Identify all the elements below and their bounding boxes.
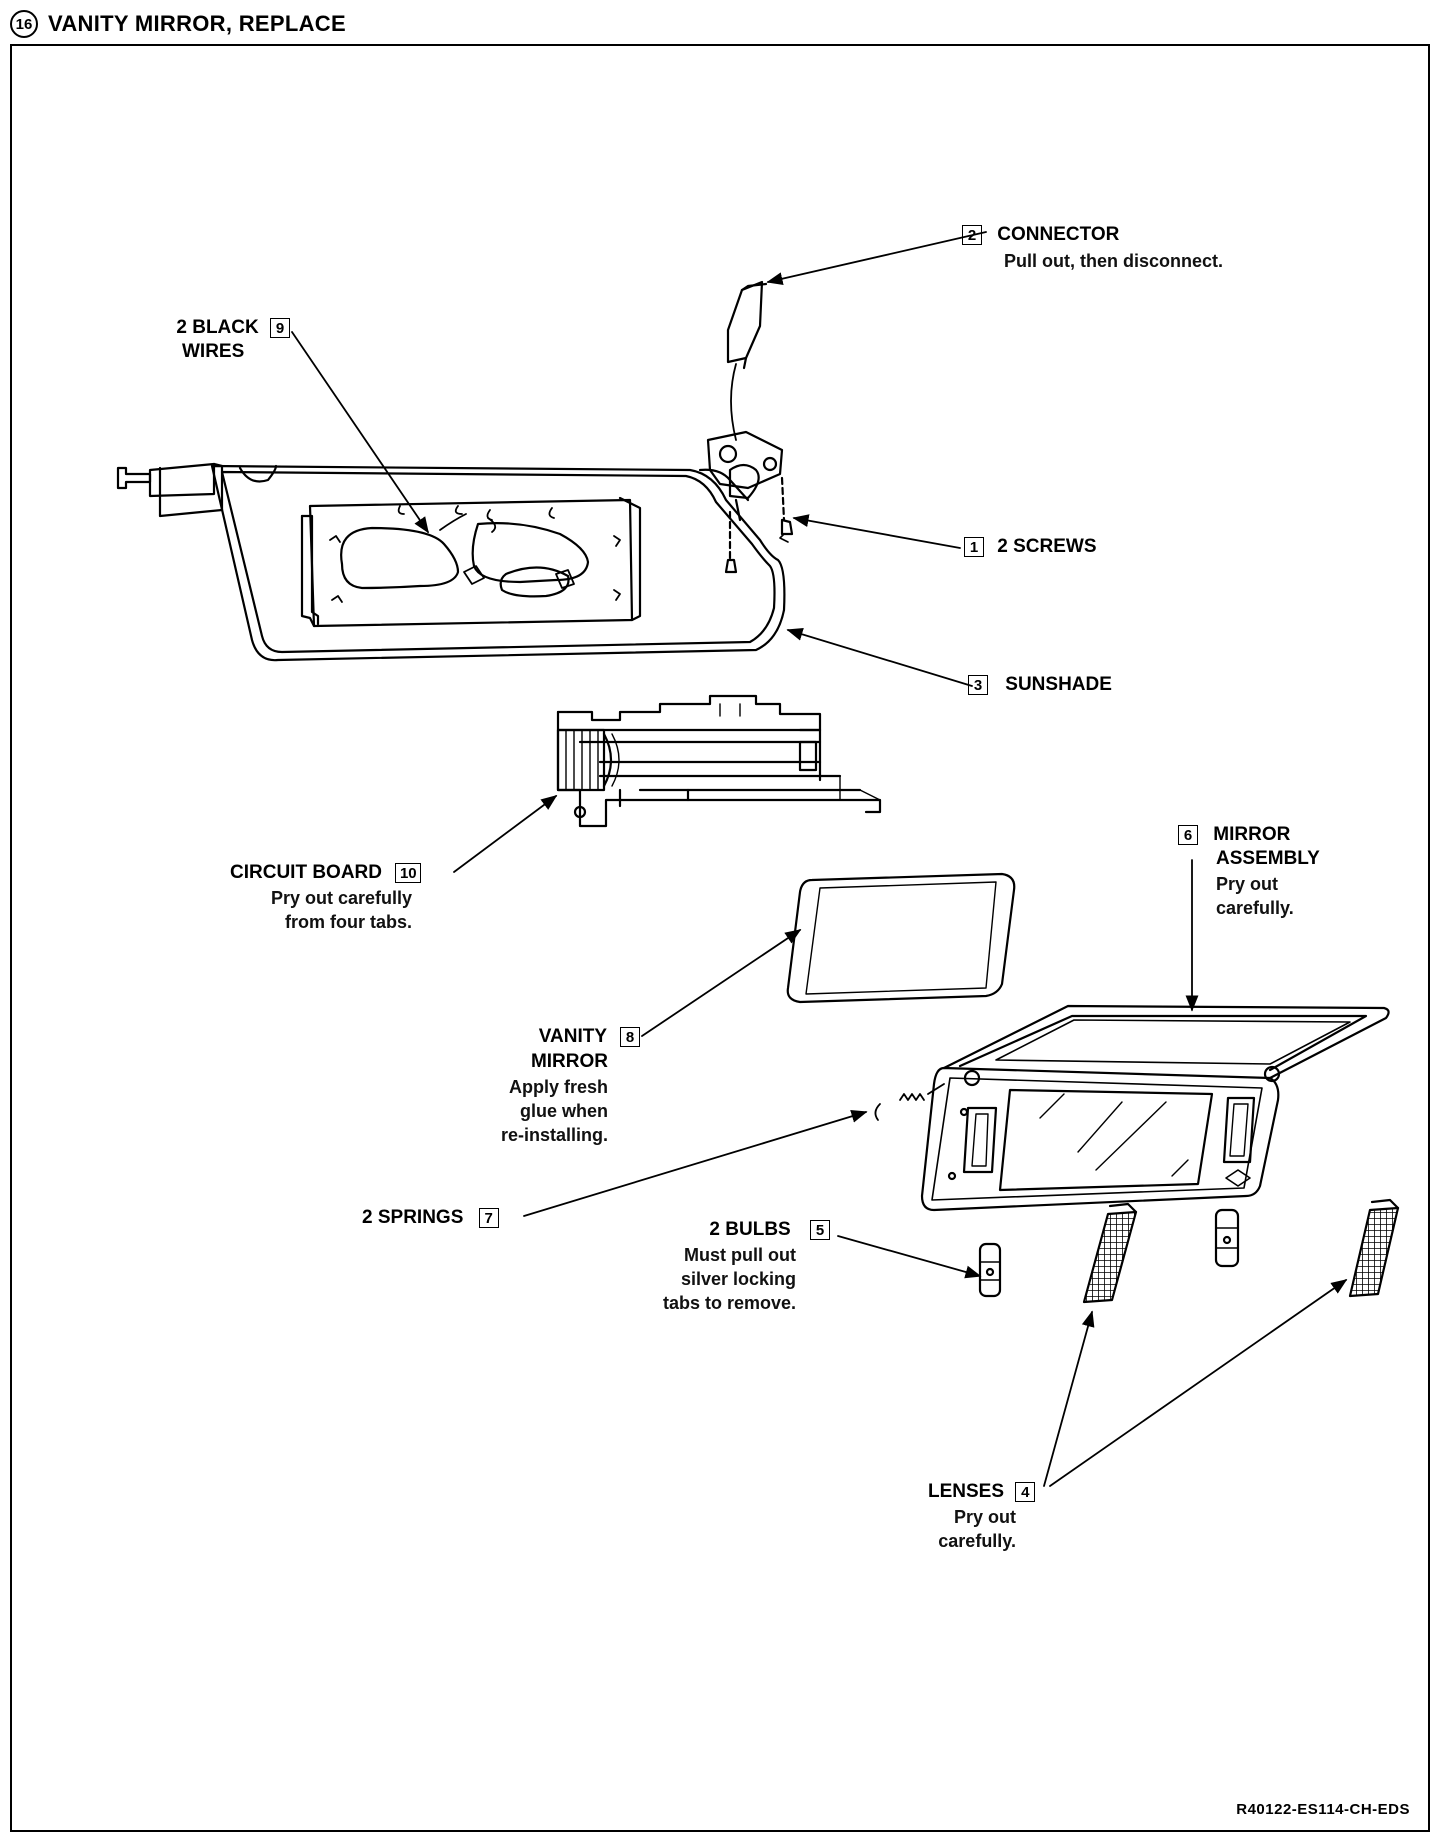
callout-vanity-mirror: VANITY 8 [470, 1025, 640, 1049]
callout-label: CONNECTOR [997, 224, 1120, 245]
callout-springs: 2 SPRINGS 7 [362, 1206, 499, 1230]
callout-label: 2 BULBS [709, 1219, 791, 1240]
callout-note-lenses: Pry out carefully. [938, 1507, 1016, 1551]
callout-lenses: LENSES 4 [928, 1480, 1036, 1504]
leader-lines [291, 231, 1348, 1487]
leader-bulbs [837, 1235, 982, 1279]
callout-label-wires-2: WIRES [182, 341, 245, 362]
callout-number: 10 [395, 862, 422, 883]
spring-part [874, 1083, 945, 1121]
callout-number: 3 [968, 674, 988, 695]
sunshade-part [116, 462, 786, 662]
callout-label: 2 BLACK [176, 317, 259, 338]
callout-note-bulbs: Must pull out silver locking tabs to rem… [662, 1245, 796, 1313]
callout-note-vanity-mirror: Apply fresh glue when re-installing. [500, 1077, 608, 1145]
bulb-part-2 [1214, 1208, 1240, 1268]
callout-mirror-assembly: 6 MIRROR [1178, 823, 1290, 847]
callout-number: 5 [810, 1219, 830, 1240]
lens-part-1 [1082, 1202, 1138, 1304]
vanity-mirror-part [786, 872, 1016, 1004]
connector-part [726, 280, 768, 441]
leader-springs [523, 1110, 868, 1217]
callout-label: SUNSHADE [1005, 674, 1112, 695]
callout-number: 1 [964, 536, 984, 557]
leader-connector [766, 231, 987, 286]
bulb-part-1 [978, 1242, 1002, 1298]
callout-label-vanity-mirror-2: MIRROR [530, 1051, 608, 1072]
circuit-board-part [556, 694, 882, 828]
callout-number: 6 [1178, 824, 1198, 845]
callout-wires: 2 BLACK 9 [150, 316, 290, 340]
bracket-part [706, 430, 794, 574]
callout-label: VANITY [538, 1026, 607, 1047]
leader-vanity-mirror [641, 929, 802, 1037]
leader-sunshade [786, 628, 973, 687]
callout-number: 8 [620, 1026, 640, 1047]
callout-bulbs: 2 BULBS 5 [640, 1218, 830, 1242]
callout-label-mirror-assembly-2: ASSEMBLY [1216, 848, 1320, 869]
callout-label: MIRROR [1213, 824, 1291, 845]
callout-label: CIRCUIT BOARD [230, 862, 382, 883]
callout-screws: 1 2 SCREWS [964, 535, 1097, 559]
mirror-assembly-part [920, 1004, 1390, 1212]
leader-wires [291, 331, 429, 534]
section-header: 16 VANITY MIRROR, REPLACE [10, 6, 346, 42]
leader-screws [792, 514, 961, 549]
callout-note-connector: Pull out, then disconnect. [1004, 251, 1224, 271]
callout-sunshade: 3 SUNSHADE [968, 673, 1112, 697]
page-title: VANITY MIRROR, REPLACE [48, 11, 346, 36]
callout-circuit-board: CIRCUIT BOARD 10 [230, 861, 422, 885]
callout-number: 4 [1015, 1481, 1036, 1502]
step-number-badge: 16 [10, 10, 38, 38]
callout-label: LENSES [928, 1481, 1005, 1502]
leader-lens-1 [1043, 1310, 1095, 1487]
leader-lens-2 [1049, 1279, 1348, 1487]
diagram-frame [10, 44, 1430, 1832]
reference-code: R40122-ES114-CH-EDS [1236, 1801, 1410, 1818]
callout-number: 2 [962, 224, 982, 245]
callout-note-circuit-board: Pry out carefully from four tabs. [270, 888, 412, 932]
callout-connector: 2 CONNECTOR [962, 223, 1119, 247]
callout-label: 2 SCREWS [997, 536, 1097, 557]
leader-circuit-board [453, 795, 558, 873]
callout-number: 9 [270, 317, 290, 338]
callout-note-mirror-assembly: Pry out carefully. [1216, 874, 1294, 918]
lens-part-2 [1348, 1198, 1400, 1298]
callout-number: 7 [478, 1207, 499, 1228]
callout-label: 2 SPRINGS [362, 1207, 464, 1228]
